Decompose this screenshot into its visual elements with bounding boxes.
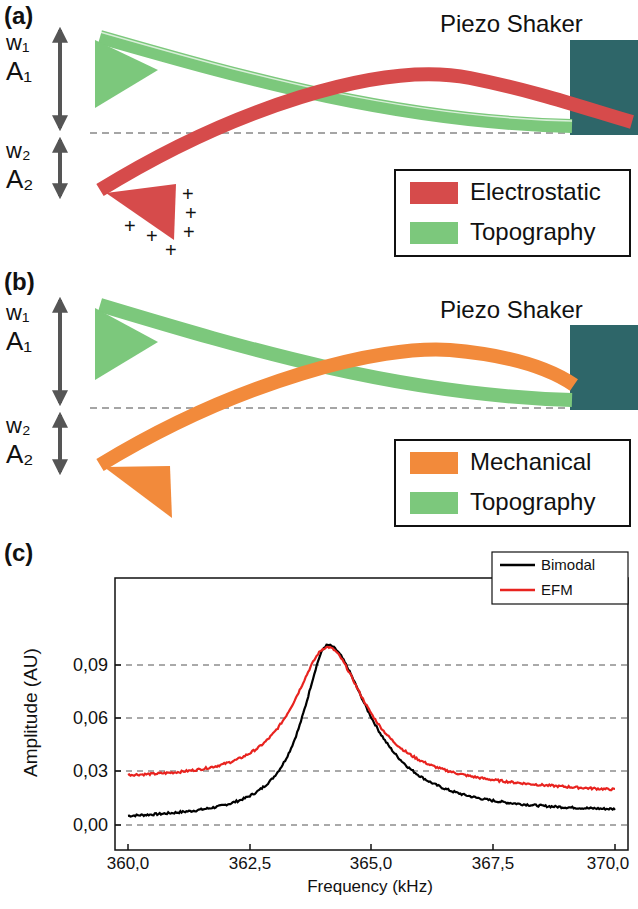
amplitude-label: A₂	[6, 441, 33, 467]
legend-text: Electrostatic	[470, 180, 601, 204]
spectrum-curve	[128, 647, 615, 790]
frequency-label: w₂	[6, 140, 30, 162]
axis-title: Frequency (kHz)	[307, 878, 433, 895]
legend-text: Bimodal	[541, 557, 595, 572]
shaker-label: Piezo Shaker	[440, 12, 583, 36]
piezo-shaker	[570, 325, 638, 410]
legend-text: Topography	[470, 220, 595, 244]
legend-text: EFM	[541, 582, 573, 597]
charge-sign: +	[182, 184, 194, 204]
charge-sign: +	[185, 203, 197, 223]
frequency-label: w₁	[6, 32, 29, 54]
tick-label: 0,03	[73, 762, 108, 780]
legend-swatch	[410, 452, 458, 474]
frequency-label: w₂	[6, 415, 30, 437]
charge-sign: +	[146, 226, 158, 246]
legend-swatch	[410, 222, 458, 244]
tick-label: 0,00	[73, 816, 108, 834]
panel-letter: (c)	[4, 541, 33, 565]
tick-label: 362,5	[229, 855, 272, 872]
amplitude-label: A₁	[6, 328, 32, 354]
legend-swatch	[410, 182, 458, 204]
charge-sign: +	[165, 240, 177, 260]
tick-label: 365,0	[350, 855, 393, 872]
tick-label: 370,0	[587, 855, 630, 872]
panel-letter: (b)	[4, 270, 35, 294]
tick-label: 360,0	[107, 855, 150, 872]
tick-label: 0,06	[73, 709, 108, 727]
amplitude-label: A₂	[6, 166, 33, 192]
axis-title: Amplitude (AU)	[21, 648, 40, 777]
charge-sign: +	[124, 216, 136, 236]
tick-label: 367,5	[472, 855, 515, 872]
shaker-label: Piezo Shaker	[440, 298, 583, 322]
amplitude-label: A₁	[6, 58, 32, 84]
legend-swatch	[410, 492, 458, 514]
spectrum-curve	[128, 645, 615, 817]
legend-text: Topography	[470, 490, 595, 514]
charge-sign: +	[183, 222, 195, 242]
panel-letter: (a)	[4, 4, 33, 28]
tick-label: 0,09	[73, 656, 108, 674]
legend-text: Mechanical	[470, 450, 591, 474]
frequency-label: w₁	[6, 302, 29, 324]
